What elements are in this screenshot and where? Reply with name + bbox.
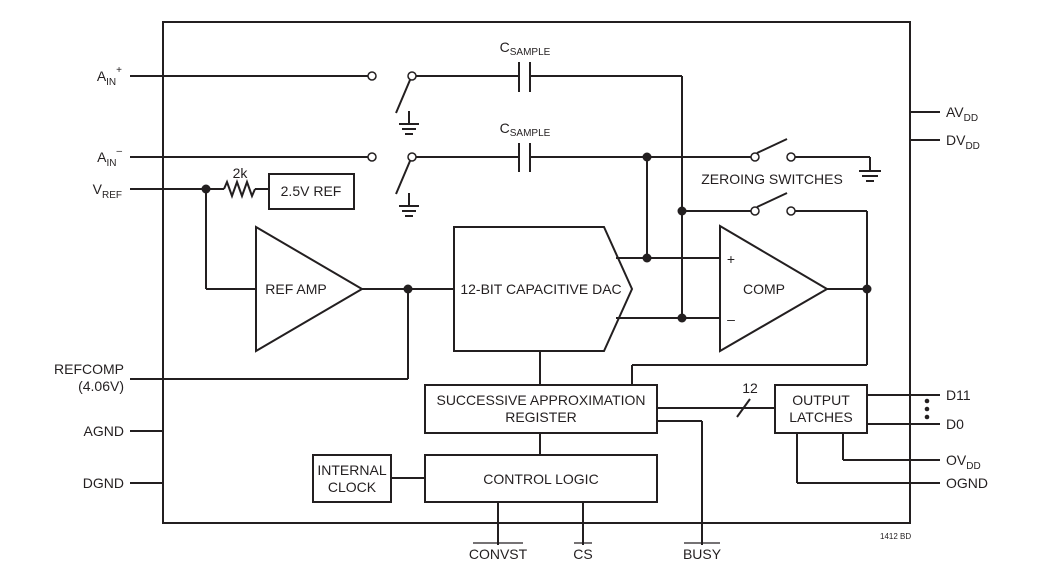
bus-width-label: 12	[742, 380, 758, 396]
pin-refcomp-label: REFCOMP	[54, 361, 124, 377]
control-logic-block	[424, 454, 658, 503]
pin-cs-label: CS	[573, 546, 592, 562]
zeroing-switches-label: ZEROING SWITCHES	[701, 171, 843, 187]
figure-code-label: 1412 BD	[880, 532, 911, 541]
dac-label: 12-BIT CAPACITIVE DAC	[460, 281, 621, 297]
internal-clock-block	[312, 454, 392, 503]
pin-ognd-label: OGND	[946, 475, 988, 491]
supply-pin-stubs	[910, 111, 940, 141]
csample-label-top: CSAMPLE	[500, 39, 551, 58]
latches-label-line2: LATCHES	[789, 409, 853, 425]
dac-to-comp-wires	[539, 253, 720, 385]
pin-d0-label: D0	[946, 416, 964, 432]
latches-label-line1: OUTPUT	[792, 392, 850, 408]
ref-amp-output	[130, 284, 454, 380]
clock-label-line2: CLOCK	[328, 479, 377, 495]
pin-busy-label: BUSY	[683, 546, 722, 562]
ain-pos-path	[130, 62, 683, 318]
comp-minus-sign: –	[727, 311, 735, 327]
pin-ain-neg-label: AIN–	[97, 146, 122, 169]
output-latches-block	[774, 384, 868, 434]
comp-label: COMP	[743, 281, 785, 297]
pin-refcomp-value: (4.06V)	[78, 378, 124, 394]
pin-ain-pos-label: AIN+	[97, 65, 122, 88]
voltage-reference-box	[268, 173, 355, 210]
pin-vref-label: VREF	[93, 181, 122, 201]
resistor-label: 2k	[233, 165, 249, 181]
latch-wires	[796, 394, 940, 484]
csample-label-bottom: CSAMPLE	[500, 120, 551, 139]
ref-amp-label: REF AMP	[265, 281, 326, 297]
pin-d11-label: D11	[946, 387, 971, 403]
pin-dvdd-label: DVDD	[946, 132, 980, 152]
sar-block	[424, 384, 658, 434]
left-pin-stubs	[130, 430, 163, 484]
sar-label-line2: REGISTER	[505, 409, 577, 425]
pin-ovdd-label: OVDD	[946, 452, 981, 472]
clock-label-line1: INTERNAL	[317, 462, 386, 478]
chip-outline	[162, 21, 911, 524]
ain-neg-path	[130, 138, 881, 258]
comparator-triangle	[719, 224, 829, 353]
pin-convst-label: CONVST	[469, 546, 528, 562]
pin-avdd-label: AVDD	[946, 104, 978, 124]
sar-bus	[539, 398, 775, 545]
dac-block	[453, 226, 634, 352]
ref-amp-triangle	[255, 225, 364, 353]
comp-plus-sign: +	[727, 251, 735, 267]
control-logic-label: CONTROL LOGIC	[483, 471, 598, 487]
pin-agnd-label: AGND	[84, 423, 124, 439]
voltage-reference-label: 2.5V REF	[281, 183, 342, 199]
control-wires	[391, 477, 584, 545]
sar-label-line1: SUCCESSIVE APPROXIMATION	[436, 392, 645, 408]
comp-output	[631, 284, 872, 385]
pin-dgnd-label: DGND	[83, 475, 124, 491]
vref-path	[130, 179, 269, 290]
